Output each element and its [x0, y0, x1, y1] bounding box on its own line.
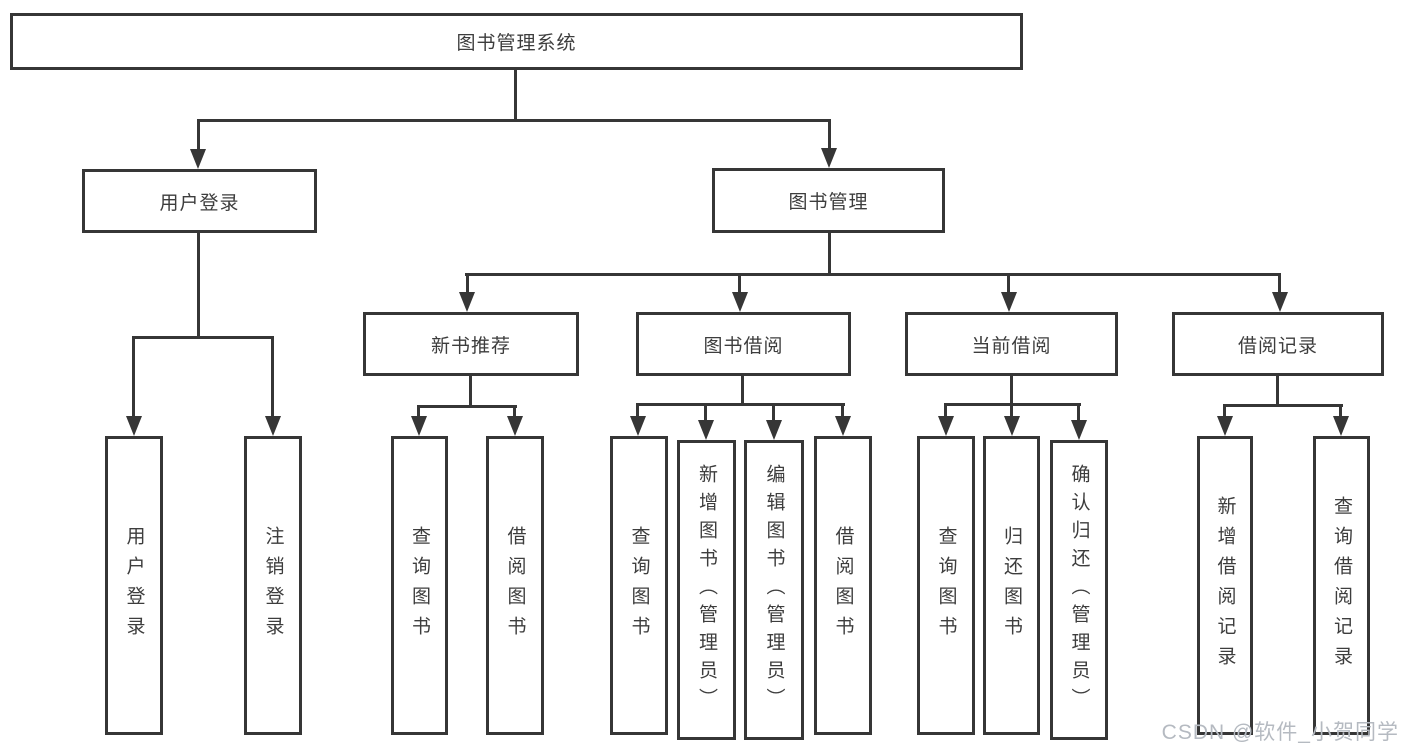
connector	[1010, 376, 1013, 406]
connector	[132, 336, 135, 418]
leaf-confirm-return-admin: 确认归还（管理员）	[1050, 440, 1108, 740]
connector	[514, 69, 517, 121]
node-new-book-recommendation: 新书推荐	[363, 312, 579, 376]
leaf-return-books: 归还图书	[983, 436, 1040, 735]
arrow-down-icon	[821, 148, 837, 168]
watermark: CSDN @软件_小贺同学	[1161, 721, 1399, 744]
arrow-down-icon	[1071, 420, 1087, 440]
connector	[1339, 404, 1342, 418]
leaf-add-book-admin: 新增图书（管理员）	[677, 440, 736, 740]
arrow-down-icon	[732, 292, 748, 312]
node-label: 查询借阅记录	[1331, 495, 1352, 676]
leaf-edit-book-admin: 编辑图书（管理员）	[744, 440, 804, 740]
node-label: 新增图书（管理员）	[696, 464, 717, 716]
node-label: 借阅记录	[1237, 335, 1318, 357]
node-label: 图书管理	[788, 192, 869, 213]
arrow-down-icon	[835, 416, 851, 436]
arrow-down-icon	[1217, 416, 1233, 436]
connector	[1276, 376, 1279, 407]
node-borrowing-records: 借阅记录	[1172, 312, 1384, 376]
leaf-borrow-books-recommend: 借阅图书	[486, 436, 544, 735]
leaf-add-borrow-record: 新增借阅记录	[1197, 436, 1253, 735]
node-label: 借阅图书	[832, 525, 854, 646]
node-label: 新增借阅记录	[1214, 495, 1236, 676]
node-current-borrowing: 当前借阅	[905, 312, 1118, 376]
connector	[1010, 403, 1013, 418]
arrow-down-icon	[1004, 416, 1020, 436]
connector	[417, 405, 517, 408]
node-label: 新书推荐	[430, 335, 511, 357]
node-label: 当前借阅	[971, 335, 1052, 357]
node-label: 注销登录	[262, 525, 284, 646]
node-label: 用户登录	[123, 525, 145, 646]
leaf-query-books-recommend: 查询图书	[391, 436, 448, 735]
node-library-management-system: 图书管理系统	[10, 13, 1023, 70]
node-label: 图书借阅	[703, 335, 784, 357]
leaf-query-borrow-record: 查询借阅记录	[1313, 436, 1370, 735]
connector	[1278, 273, 1281, 294]
arrow-down-icon	[630, 416, 646, 436]
node-label: 借阅图书	[504, 525, 526, 646]
arrow-down-icon	[1272, 292, 1288, 312]
connector	[197, 119, 200, 150]
connector	[513, 405, 516, 418]
connector	[197, 119, 831, 122]
node-book-borrowing: 图书借阅	[636, 312, 851, 376]
arrow-down-icon	[507, 416, 523, 436]
arrow-down-icon	[938, 416, 954, 436]
connector	[636, 403, 845, 406]
connector	[271, 336, 274, 418]
connector	[944, 403, 947, 418]
connector	[772, 403, 775, 422]
connector	[469, 376, 472, 408]
node-label: 编辑图书（管理员）	[763, 464, 785, 716]
arrow-down-icon	[1001, 292, 1017, 312]
connector	[1077, 403, 1080, 422]
arrow-down-icon	[459, 292, 475, 312]
connector	[704, 403, 707, 422]
leaf-query-books-current: 查询图书	[917, 436, 975, 735]
node-book-management: 图书管理	[712, 168, 945, 233]
node-label: 查询图书	[409, 525, 430, 646]
node-label: 图书管理系统	[456, 33, 577, 54]
connector	[1223, 404, 1343, 407]
connector	[1223, 404, 1226, 418]
leaf-logout: 注销登录	[244, 436, 302, 735]
connector	[466, 273, 469, 294]
connector	[738, 273, 741, 294]
node-label: 查询图书	[628, 525, 650, 646]
arrow-down-icon	[126, 416, 142, 436]
node-label: 查询图书	[935, 525, 957, 646]
connector	[741, 376, 744, 406]
connector	[465, 273, 1281, 276]
connector	[417, 405, 420, 418]
node-user-login: 用户登录	[82, 169, 317, 233]
node-label: 确认归还（管理员）	[1068, 464, 1090, 716]
leaf-query-books-borrowing: 查询图书	[610, 436, 668, 735]
connector	[197, 233, 200, 339]
connector	[132, 336, 274, 339]
connector	[828, 119, 831, 149]
leaf-user-login: 用户登录	[105, 436, 163, 735]
node-label: 归还图书	[1001, 525, 1022, 646]
arrow-down-icon	[766, 420, 782, 440]
leaf-borrow-books-borrowing: 借阅图书	[814, 436, 872, 735]
connector	[636, 403, 639, 418]
connector	[1007, 273, 1010, 294]
connector	[841, 403, 844, 418]
arrow-down-icon	[1333, 416, 1349, 436]
arrow-down-icon	[698, 420, 714, 440]
arrow-down-icon	[411, 416, 427, 436]
arrow-down-icon	[190, 149, 206, 169]
connector	[828, 233, 831, 275]
node-label: 用户登录	[159, 192, 240, 214]
arrow-down-icon	[265, 416, 281, 436]
